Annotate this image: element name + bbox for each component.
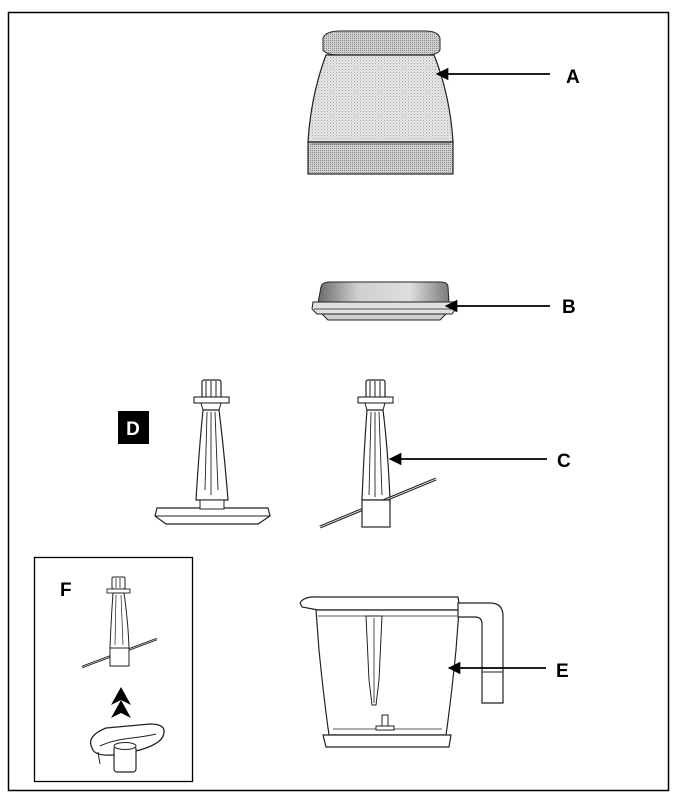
part-e-jug [299, 596, 504, 748]
inset-cup-piece [89, 723, 165, 773]
inset-f: F [33, 556, 194, 783]
callout-b: B [444, 297, 576, 318]
callout-a: A [435, 67, 580, 88]
part-c-blade-tool [319, 379, 437, 529]
label-c: C [557, 451, 571, 472]
label-a: A [566, 67, 580, 88]
label-f: F [60, 580, 72, 601]
outer-frame [7, 11, 670, 792]
label-e: E [556, 661, 569, 682]
part-a-cover [307, 30, 454, 175]
part-d-disc-tool [154, 379, 271, 525]
label-d: D [126, 419, 140, 440]
callout-e: E [447, 661, 569, 682]
inset-blade-tool [81, 576, 158, 669]
callout-c: C [388, 451, 571, 472]
label-d-badge: D [118, 411, 149, 444]
part-b-lid [311, 281, 457, 321]
label-b: B [562, 297, 576, 318]
inset-up-arrow-icon [111, 687, 131, 718]
